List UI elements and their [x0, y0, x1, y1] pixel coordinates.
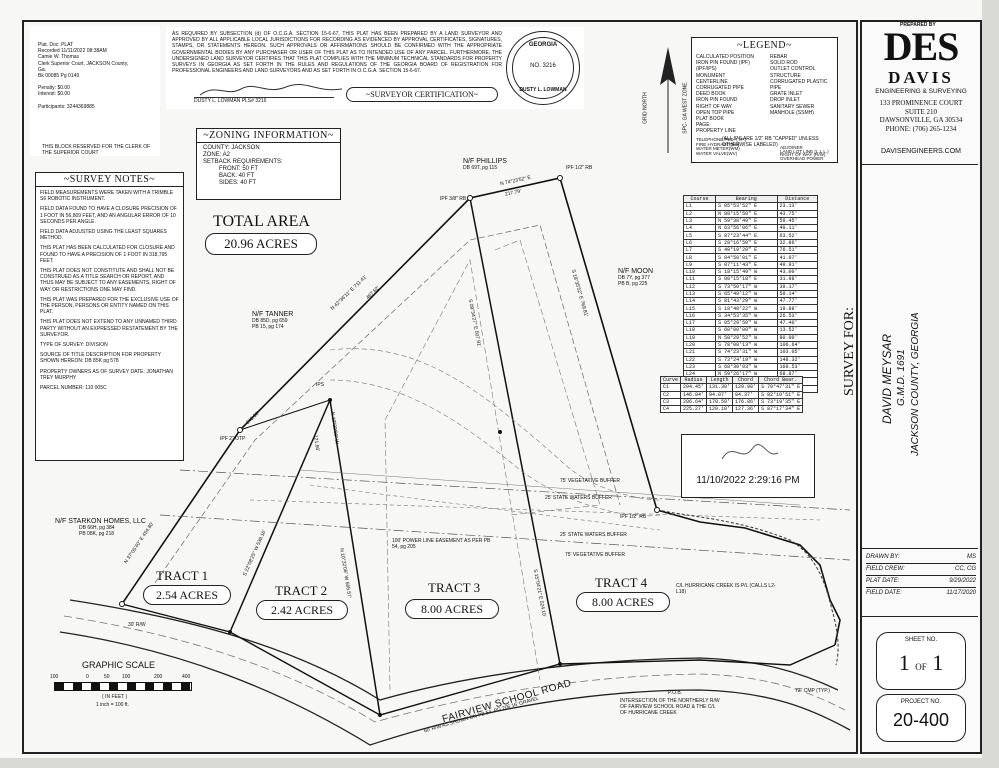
surveyor-seal: GEORGIA NO. 3216 DUSTY L. LOWMAN — [506, 31, 580, 105]
scan-edge-bottom — [0, 758, 999, 768]
survey-for: SURVEY FOR: DAVID MEYSAR G.M.D. 1691 JAC… — [842, 307, 921, 456]
ipf-label: IPF 2" OTP — [220, 436, 246, 442]
firm-website: DAVISENGINEERS.COM — [881, 148, 961, 155]
tract-1-label: TRACT 1 — [156, 568, 209, 583]
pob-description: INTERSECTION OF THE NORTHERLY R/W OF FAI… — [620, 698, 720, 717]
ipf-label: IPF 1/2" RB — [566, 165, 593, 171]
grid-north-label: GRID NORTH — [642, 92, 649, 124]
tract-2-acres: 2.42 ACRES — [256, 600, 348, 620]
firm-logo: DES — [883, 24, 960, 69]
total-area-label: TOTAL AREA — [213, 213, 310, 230]
sheet-number: SHEET NO. 1 OF 1 — [876, 632, 966, 690]
buffer-label: 25' STATE WATERS BUFFER — [545, 495, 612, 501]
title-block — [860, 20, 982, 754]
drawing-border — [22, 20, 858, 754]
total-area-value: 20.96 ACRES — [205, 233, 317, 255]
tract-3-acres: 8.00 ACRES — [405, 599, 499, 619]
row-label: 30' R/W — [128, 622, 146, 628]
prepared-by: PREPARED BY — [900, 22, 936, 28]
tract-1-acres: 2.54 ACRES — [143, 585, 231, 605]
tract-4-label: TRACT 4 — [595, 575, 648, 590]
culvert-label: 72" CMP (TYP.) — [795, 688, 830, 694]
signature — [196, 83, 346, 97]
cert-title: ~SURVEYOR CERTIFICATION~ — [346, 87, 498, 102]
north-arrow: GRID NORTH SPC- GA WEST ZONE — [643, 45, 689, 155]
buffer-label: 75' VEGETATIVE BUFFER — [565, 552, 625, 558]
easement-label: 100' POWER LINE EASEMENT AS PER PB 54, p… — [392, 538, 491, 551]
clerk-reserved-note: THIS BLOCK RESERVED FOR THE CLERK OF THE… — [42, 144, 151, 157]
project-number: PROJECT NO. 20-400 — [876, 694, 966, 742]
surveyor-certification: AS REQUIRED BY SUBSECTION (d) OF O.C.G.A… — [166, 27, 584, 109]
zone-label: SPC- GA WEST ZONE — [682, 82, 689, 134]
pob-label: P.O.B. — [668, 690, 683, 696]
tract-3-label: TRACT 3 — [428, 580, 481, 595]
survey-notes: ~SURVEY NOTES~ FIELD MEASUREMENTS WERE T… — [35, 172, 184, 461]
ipf-label: IPF 3/8" RB — [440, 196, 467, 202]
ips-label: IPS — [316, 382, 325, 388]
tract-4-acres: 8.00 ACRES — [576, 592, 670, 612]
scan-edge — [982, 0, 999, 768]
buffer-label: 75' VEGETATIVE BUFFER — [560, 478, 620, 484]
drawing-info: DRAWN BY:MS FIELD CREW:CC, CG PLAT DATE:… — [866, 554, 976, 596]
surveyor-name: DUSTY L. LOWMAN PLS# 3216 — [194, 97, 334, 104]
tract-2-label: TRACT 2 — [275, 583, 328, 598]
ipf-label: IPF 1/2" RB — [620, 514, 647, 520]
signature-stamp: 11/10/2022 2:29:16 PM — [681, 434, 815, 498]
creek-label: C/L HURRICANE CREEK IS P/L (CALLS L2-L18… — [676, 583, 776, 596]
firm-name: DAVIS — [888, 68, 954, 87]
buffer-label: 25' STATE WATERS BUFFER — [560, 532, 627, 538]
